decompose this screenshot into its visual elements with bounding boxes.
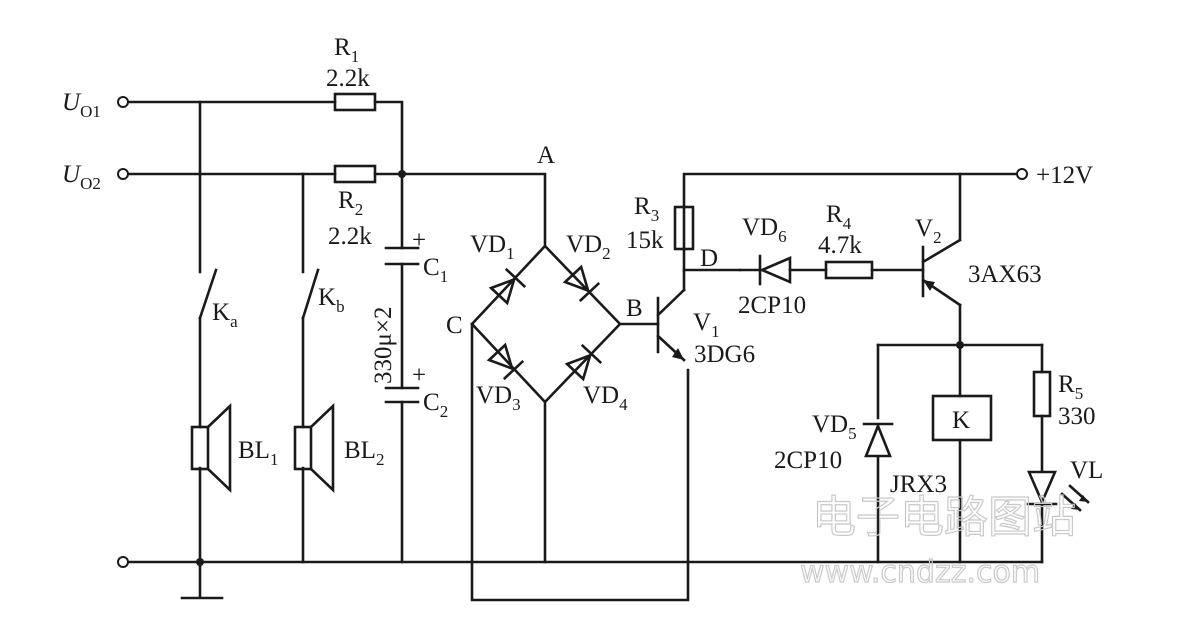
r4-value: 4.7k [818,232,862,259]
bl2-speaker [293,402,335,494]
c1-label: C1 [423,254,448,286]
vd6-part: 2CP10 [738,292,806,319]
junction-dot [398,170,406,178]
v2-part: 3AX63 [968,261,1042,288]
vd5-diode [862,422,894,458]
v1-emitter-arrow [672,348,684,360]
r5-value: 330 [1058,403,1096,430]
v1-label: V1 [693,309,720,341]
vd3-label: VD3 [476,382,521,414]
watermark-line2: www.cndzz.com [800,555,1040,590]
relay-label: K [952,407,970,434]
vcc-label: +12V [1036,162,1093,189]
r1-label: R1 [334,34,359,66]
r4-label: R4 [826,201,852,233]
r2-resistor [333,164,377,184]
r3-label: R3 [634,193,659,225]
r1-resistor [333,92,377,112]
junction-dot [196,558,204,566]
vd5-part: 2CP10 [774,447,842,474]
c1-plus: + [412,227,426,254]
cap-value: 330μ×2 [370,306,397,384]
vl-label: VL [1070,457,1103,484]
c2-capacitor [384,386,420,404]
node-c-label: C [446,312,463,339]
uo2-label: UO2 [62,161,101,193]
r2-label: R2 [338,187,363,219]
uo1-label: UO1 [62,89,101,121]
v2-label: V2 [915,215,942,247]
ka-switch [198,268,218,320]
vd5-label: VD5 [812,411,857,443]
relay-coil [931,394,993,442]
r5-resistor [1032,370,1052,418]
v1-part: 3DG6 [694,341,755,368]
r1-value: 2.2k [326,65,370,92]
c2-label: C2 [423,389,448,421]
vd2-diode [562,264,601,303]
junction-dot [956,341,964,349]
bl1-label: BL1 [238,437,278,469]
uo1-terminal [117,96,129,108]
vd6-label: VD6 [742,214,787,246]
vl-led [1026,470,1090,512]
r2-value: 2.2k [328,223,372,250]
relay-part: JRX3 [890,471,947,498]
v2-emitter-arrow [923,280,935,291]
r3-resistor [673,205,695,251]
uo2-terminal [117,168,129,180]
node-b-label: B [626,295,643,322]
vd6-diode [738,254,792,286]
watermark-line1: 电子电路图站 [812,492,1076,543]
vd1-diode [488,267,527,306]
vd2-label: VD2 [566,231,611,263]
vd4-label: VD4 [583,382,628,414]
c2-plus: + [412,362,426,389]
vd4-diode [564,343,603,382]
vd1-label: VD1 [470,231,515,263]
bl2-label: BL2 [344,437,384,469]
bl1-speaker [190,402,232,494]
r4-resistor [824,260,874,280]
r5-label: R5 [1058,371,1083,403]
ka-label: Ka [212,299,238,331]
kb-label: Kb [318,284,345,316]
node-d-label: D [700,245,718,272]
c1-capacitor [384,246,420,266]
kb-switch [301,268,320,320]
r3-value: 15k [626,227,664,254]
ground-terminal [117,556,129,568]
node-a-label: A [537,142,555,169]
vd3-diode [486,342,525,381]
vcc-terminal [1016,168,1028,180]
